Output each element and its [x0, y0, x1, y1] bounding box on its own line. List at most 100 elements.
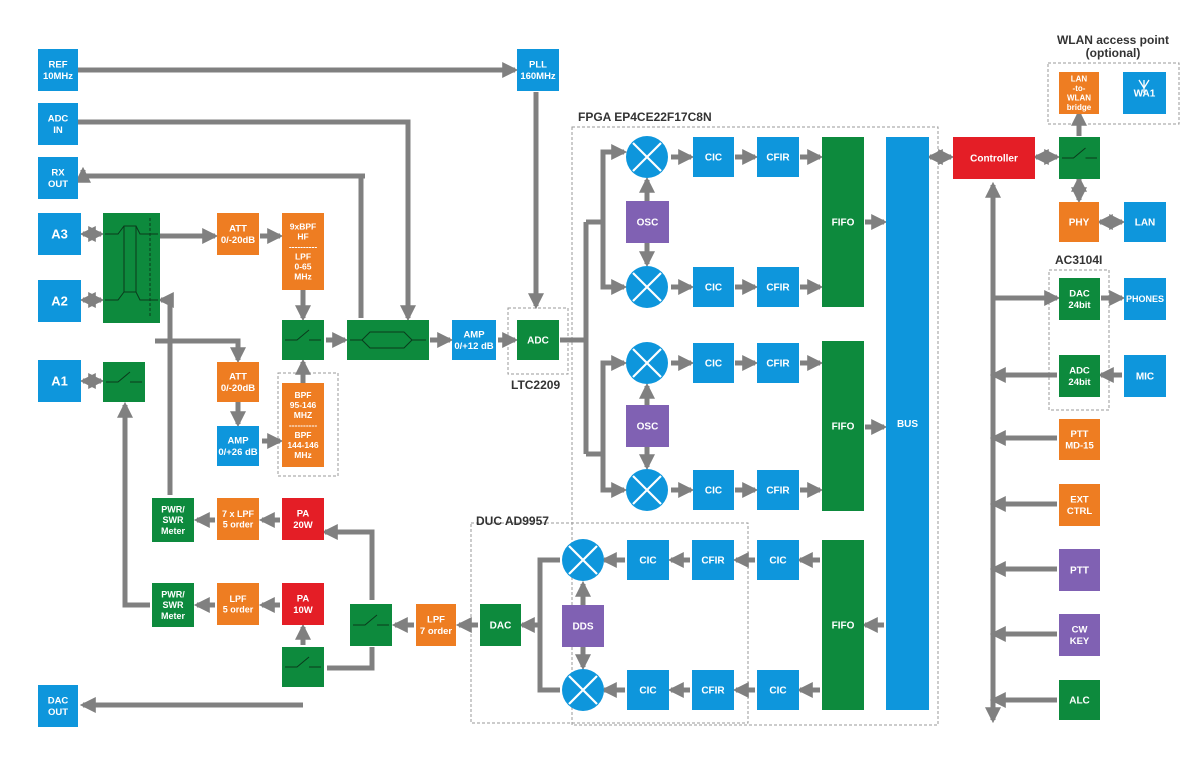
- fifo1-block: FIFO: [822, 137, 864, 307]
- block-label: CFIR: [766, 283, 790, 294]
- block-label: WLAN: [1067, 94, 1091, 103]
- block-box: [692, 540, 734, 580]
- switch-icon: [350, 604, 392, 646]
- block-label: PTT: [1071, 429, 1089, 440]
- block-label: OSC: [637, 422, 659, 433]
- lan-block: LAN: [1124, 202, 1166, 242]
- block-label: 9xBPF: [290, 221, 316, 231]
- block-label: 24bit: [1068, 300, 1091, 311]
- block-label: LPF: [230, 594, 248, 604]
- block-box: [480, 604, 521, 646]
- phones-block: PHONES: [1124, 278, 1166, 320]
- block-label: 0/-20dB: [221, 383, 255, 394]
- block-label: OSC: [637, 218, 659, 229]
- block-box: [886, 137, 929, 710]
- block-label: 0/+12 dB: [454, 341, 493, 352]
- block-box: [953, 137, 1035, 179]
- block-label: MD-15: [1065, 440, 1094, 451]
- connection-line: [586, 143, 628, 225]
- block-label: HF: [297, 231, 308, 241]
- block-label: KEY: [1070, 636, 1090, 647]
- block-label: EXT: [1070, 495, 1089, 506]
- block-label: Meter: [161, 611, 186, 621]
- block-label: WA1: [1134, 89, 1156, 100]
- block-label: PWR/: [161, 505, 185, 515]
- block-box: [1059, 202, 1099, 242]
- phy-block: PHY: [1059, 202, 1099, 242]
- cic-r1-block: CIC: [693, 137, 734, 177]
- block-label: 10MHz: [43, 71, 73, 82]
- antenna-switch-icon: [103, 213, 160, 323]
- cic-t3-block: CIC: [757, 540, 799, 580]
- block-box: [217, 583, 259, 625]
- block-label: 7 x LPF: [222, 509, 255, 519]
- block-box: [38, 49, 78, 91]
- block-box: [282, 213, 324, 290]
- block-label: CFIR: [701, 556, 725, 567]
- block-label: PHONES: [1126, 294, 1164, 304]
- block-box: [693, 137, 734, 177]
- block-label: IN: [53, 125, 63, 136]
- block-box: [38, 103, 78, 145]
- block-box: [693, 343, 734, 383]
- block-box: [217, 362, 259, 402]
- block-box: [217, 213, 259, 255]
- block-label: FIFO: [832, 422, 855, 433]
- block-label: CIC: [705, 486, 722, 497]
- block-box: [1059, 419, 1100, 460]
- connection-lines: [74, 61, 1126, 724]
- block-label: 5 order: [223, 604, 254, 614]
- blocks: REF10MHzADCINRXOUTA3A2A1PLL160MHzATT0/-2…: [38, 49, 1166, 727]
- block-label: 0/+26 dB: [218, 447, 257, 458]
- block-label: BUS: [897, 419, 918, 430]
- block-box: [38, 280, 81, 322]
- block-label: SWR: [163, 600, 184, 610]
- section-labels: FPGA EP4CE22F17C8N WLAN access point (op…: [476, 33, 1169, 528]
- switch-symbols: [103, 137, 1100, 687]
- block-label: REF: [49, 60, 68, 71]
- block-box: [416, 604, 456, 646]
- dds-block: DDS: [562, 605, 604, 647]
- block-label: A3: [51, 227, 68, 242]
- block-label: CFIR: [766, 153, 790, 164]
- mixer-icon: [562, 539, 604, 581]
- fifo2-block: FIFO: [822, 341, 864, 511]
- block-box: [38, 685, 78, 727]
- wlan-title: WLAN access point: [1057, 33, 1169, 47]
- block-box: [1059, 278, 1100, 320]
- block-box: [1059, 484, 1100, 526]
- block-label: DAC: [48, 696, 69, 707]
- block-label: OUT: [48, 707, 68, 718]
- a3-block: A3: [38, 213, 81, 255]
- block-box: [757, 267, 799, 307]
- connection-line: [155, 338, 247, 364]
- block-label: PHY: [1069, 218, 1090, 229]
- block-label: CIC: [705, 359, 722, 370]
- block-label: AMP: [463, 330, 485, 341]
- block-label: PA: [297, 509, 310, 520]
- block-label: LAN: [1071, 75, 1088, 84]
- block-label: DAC: [1069, 289, 1090, 300]
- block-label: Controller: [970, 154, 1018, 165]
- block-box: [822, 540, 864, 710]
- block-label: 7 order: [420, 626, 453, 637]
- block-label: SWR: [163, 515, 184, 525]
- block-label: 0-65: [294, 262, 311, 272]
- ac3104-label: AC3104I: [1055, 253, 1102, 267]
- cic-r4-block: CIC: [693, 470, 734, 510]
- ltc2209-label: LTC2209: [511, 378, 560, 392]
- block-box: [822, 137, 864, 307]
- block-box: [757, 343, 799, 383]
- block-label: CW: [1072, 625, 1088, 636]
- adc-block: ADC: [517, 320, 559, 360]
- block-label: ADC: [1069, 366, 1090, 377]
